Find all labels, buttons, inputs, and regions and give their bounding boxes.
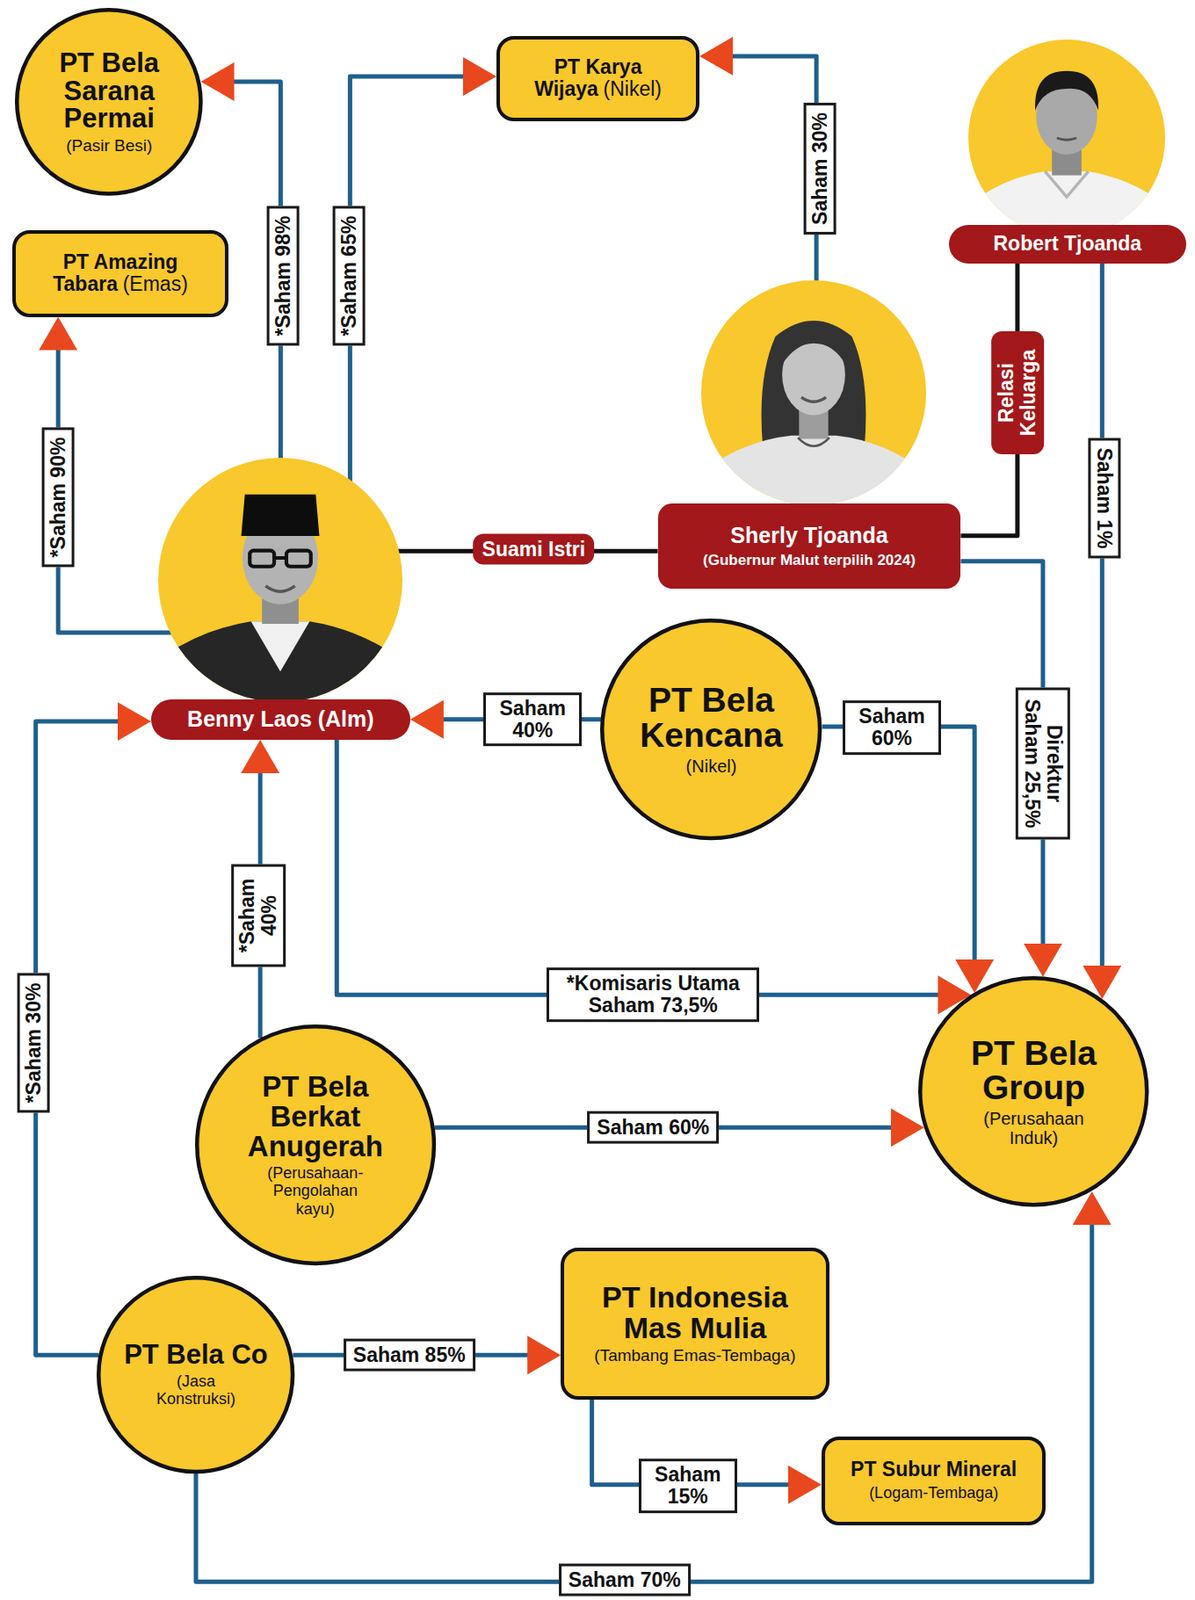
circle-outline <box>196 1026 435 1264</box>
company-sector: (Logam-Tembaga) <box>850 1484 1017 1502</box>
company-circle: PT Bela Berkat Anugerah(Perusahaan- Peng… <box>195 1024 436 1266</box>
person-name: Robert Tjoanda <box>992 231 1142 255</box>
portrait-glasses <box>249 550 275 567</box>
edge-label: Saham 85% <box>343 1339 476 1372</box>
circle-outline <box>17 10 202 195</box>
text-group: PT Bela Berkat Anugerah(Perusahaan- Peng… <box>233 1071 397 1217</box>
company-name: PT Bela Berkat Anugerah <box>233 1071 397 1161</box>
edge-label: Saham 1% <box>1087 437 1121 558</box>
edge-label: Saham 40% <box>483 692 582 747</box>
text-group: PT Bela Kencana(Nikel) <box>622 682 799 776</box>
person-title: (Gubernur Malut terpilih 2024) <box>702 551 916 569</box>
text-group: PT Amazing Tabara(Emas) <box>39 251 203 297</box>
company-name: PT Subur Mineral <box>850 1459 1017 1480</box>
portrait-mouth <box>801 397 826 402</box>
edge-label: Saham 30% <box>803 102 836 235</box>
company-name: PT Bela Kencana <box>622 682 799 754</box>
company-circle: PT Bela Sarana Permai (Pasir Besi) <box>14 7 203 196</box>
edge-label: Saham 70% <box>558 1563 691 1596</box>
text-group: PT Bela Sarana Permai (Pasir Besi) <box>47 49 171 155</box>
text-group: PT Subur Mineral (Logam-Tembaga) <box>850 1459 1017 1502</box>
edge-label: Saham 15% <box>638 1458 738 1514</box>
company-circle: PT Bela Group(Perusahaan Induk) <box>918 976 1149 1207</box>
text-group: PT Bela Group(Perusahaan Induk) <box>949 1035 1117 1149</box>
company-sector: (Perusahaan- Pengolahan kayu) <box>258 1164 373 1217</box>
edge-label: *Saham 65% <box>333 205 366 346</box>
text-group: Robert Tjoanda <box>992 231 1142 255</box>
portrait-fringe <box>781 332 847 367</box>
edge-label: Saham 60% <box>842 700 942 755</box>
portrait-shirt <box>251 621 311 672</box>
edge-label: *Saham 30% <box>17 973 51 1114</box>
company-name: PT Bela Sarana Permai <box>47 49 171 133</box>
company-name: PT Bela Group <box>949 1035 1117 1107</box>
company-box: PT Subur Mineral (Logam-Tembaga) <box>821 1436 1047 1526</box>
portrait-ground <box>158 457 403 703</box>
edge-label: Saham 60% <box>586 1111 719 1145</box>
company-sector: (Tambang Emas-Tembaga) <box>576 1346 814 1365</box>
portrait-necklace <box>797 437 830 447</box>
portrait-mouth <box>265 586 295 592</box>
portrait-photo <box>968 39 1166 237</box>
company-sector: (Emas) <box>123 272 189 296</box>
portrait-ground <box>701 280 927 506</box>
person-name: Benny Laos (Alm) <box>187 706 375 732</box>
company-name: PT Bela Co <box>123 1340 268 1369</box>
text-line: PT Amazing Tabara(Emas) <box>39 251 203 297</box>
portrait-cap <box>241 494 320 536</box>
person-label: Sherly Tjoanda (Gubernur Malut terpilih 2… <box>658 503 962 590</box>
text-group: PT Bela Co (Jasa Konstruksi) <box>123 1340 268 1408</box>
circle-outline <box>920 978 1148 1206</box>
company-sector: (Jasa Konstruksi) <box>143 1372 249 1408</box>
person-label: Benny Laos (Alm) <box>151 699 411 740</box>
portrait-photo <box>158 457 403 703</box>
person-name: Sherly Tjoanda <box>702 522 916 549</box>
text-line: PT Karya Wijaya(Nikel) <box>525 56 671 102</box>
company-sector: (Nikel) <box>631 756 790 776</box>
edge-label: Direktur Saham 25,5% <box>1015 687 1071 840</box>
company-sector: (Nikel) <box>603 77 662 101</box>
connector-line <box>1100 263 1105 973</box>
text-group: Benny Laos (Alm) <box>187 706 375 732</box>
edge-label: Relasi Keluarga <box>991 331 1044 455</box>
portrait-photo <box>701 280 927 506</box>
text-group: Sherly Tjoanda (Gubernur Malut terpilih 2… <box>702 522 916 569</box>
circle-outline <box>602 620 821 839</box>
connector-line <box>195 1217 1093 1582</box>
company-sector: (Pasir Besi) <box>47 136 171 155</box>
company-sector: (Perusahaan Induk) <box>971 1108 1095 1149</box>
portrait-ground <box>968 39 1166 237</box>
text-group: PT Karya Wijaya(Nikel) <box>525 56 671 102</box>
portrait-hair <box>1035 71 1099 111</box>
edge-label: *Saham 98% <box>266 205 299 346</box>
company-name: PT Indonesia Mas Mulia <box>576 1281 814 1343</box>
company-box: PT Karya Wijaya(Nikel) <box>496 36 700 121</box>
edge-label: *Saham 90% <box>42 427 75 567</box>
company-box: PT Indonesia Mas Mulia (Tambang Emas-Temb… <box>560 1247 829 1400</box>
portrait-mouth <box>1057 137 1077 140</box>
edge-label: Suami Istri <box>473 533 595 565</box>
portrait-blouse <box>701 435 927 506</box>
circle-outline <box>99 1277 294 1472</box>
edge-label: *Saham 40% <box>231 863 286 967</box>
connector-line <box>822 726 976 967</box>
portrait-glasses <box>286 550 312 567</box>
edge-label: *Komisaris Utama Saham 73,5% <box>546 968 760 1023</box>
portrait-suit <box>158 621 403 703</box>
person-label: Robert Tjoanda <box>948 224 1186 264</box>
company-circle: PT Bela Kencana(Nikel) <box>600 618 822 841</box>
company-box: PT Amazing Tabara(Emas) <box>12 230 229 318</box>
company-circle: PT Bela Co (Jasa Konstruksi) <box>96 1275 295 1474</box>
text-group: PT Indonesia Mas Mulia (Tambang Emas-Temb… <box>576 1281 814 1366</box>
portrait-glasses <box>274 556 287 560</box>
